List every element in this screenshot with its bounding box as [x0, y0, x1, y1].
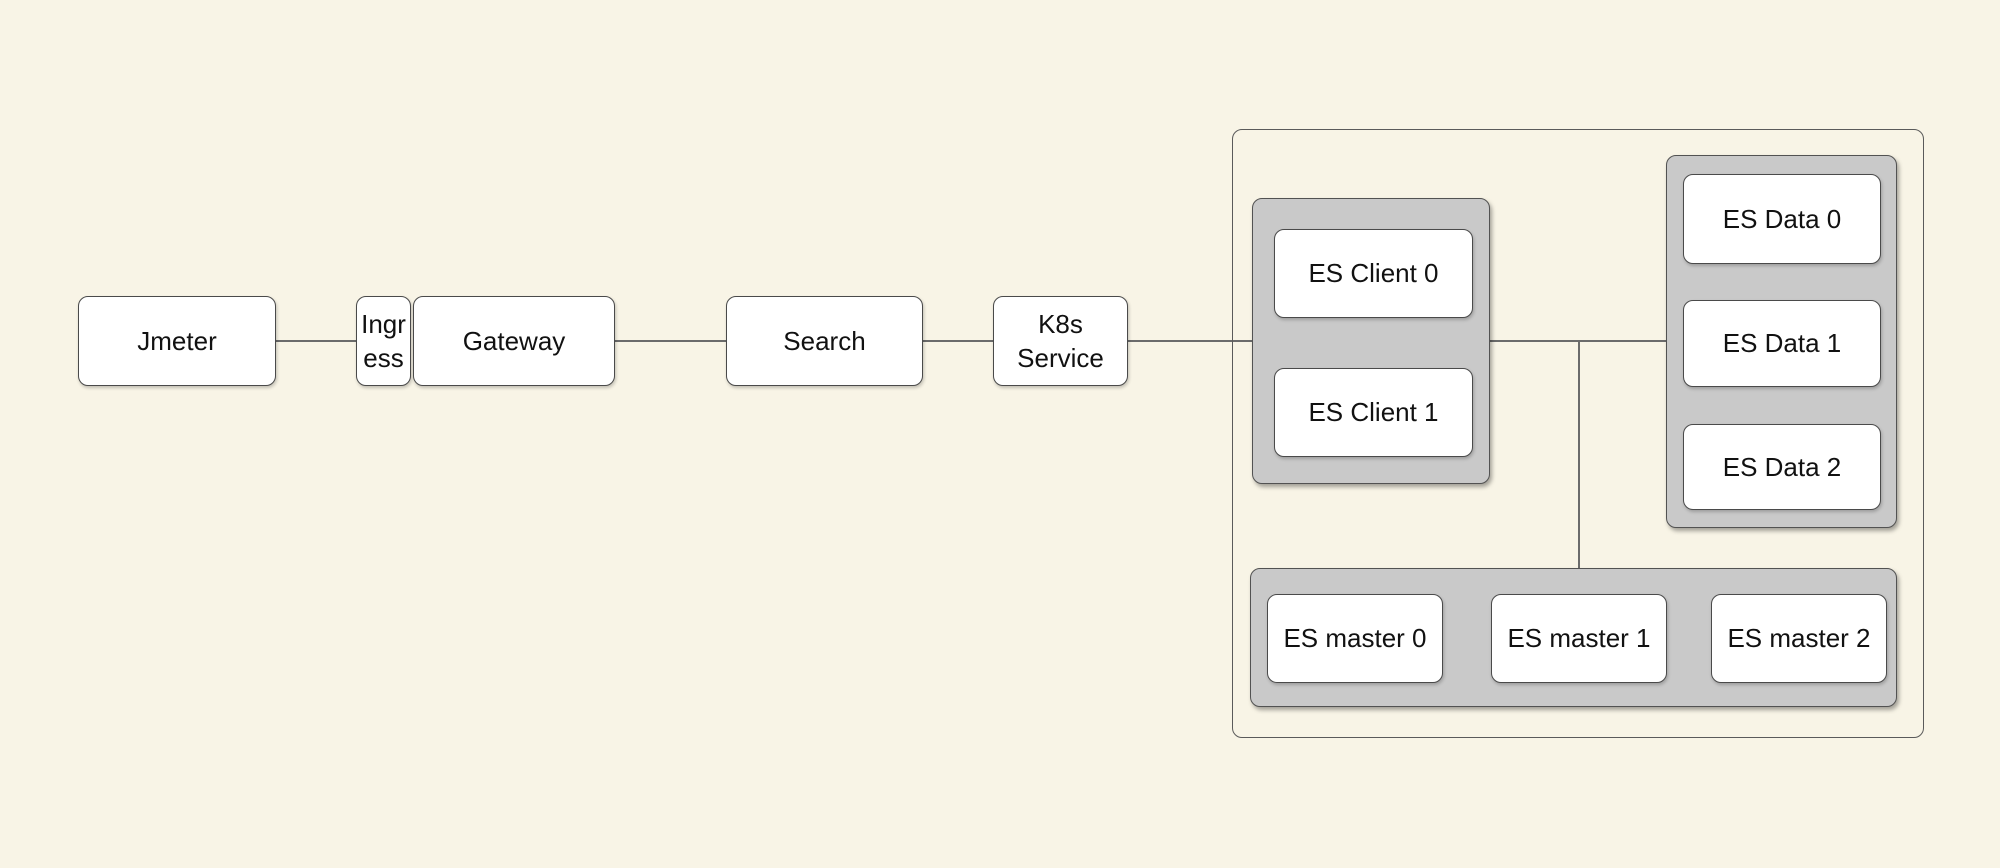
node-es-client-0[interactable]: ES Client 0 — [1274, 229, 1473, 318]
node-es-data-1[interactable]: ES Data 1 — [1683, 300, 1881, 387]
node-k8s-service[interactable]: K8s Service — [993, 296, 1128, 386]
node-es-data-2-label: ES Data 2 — [1722, 451, 1842, 482]
node-jmeter-label: Jmeter — [137, 325, 217, 356]
node-ingress-label: Ingress — [361, 308, 406, 373]
node-es-data-1-label: ES Data 1 — [1722, 328, 1842, 359]
es-master-group[interactable]: ES master 0 ES master 1 ES master 2 — [1250, 568, 1897, 707]
node-es-data-0-label: ES Data 0 — [1722, 203, 1842, 234]
node-es-master-2[interactable]: ES master 2 — [1711, 594, 1887, 683]
node-gateway[interactable]: Gateway — [413, 296, 615, 386]
node-es-data-2[interactable]: ES Data 2 — [1683, 424, 1881, 510]
node-search[interactable]: Search — [726, 296, 923, 386]
node-es-master-2-label: ES master 2 — [1727, 623, 1871, 654]
connector-branch-to-es-master-group — [1578, 341, 1580, 568]
node-k8s-service-label: K8s Service — [1017, 308, 1104, 373]
node-es-client-0-label: ES Client 0 — [1308, 258, 1439, 289]
node-es-data-0[interactable]: ES Data 0 — [1683, 174, 1881, 264]
node-es-master-0-label: ES master 0 — [1283, 623, 1427, 654]
node-ingress[interactable]: Ingress — [356, 296, 411, 386]
connector-gateway-search — [615, 340, 726, 342]
node-es-client-1[interactable]: ES Client 1 — [1274, 368, 1473, 457]
es-data-group[interactable]: ES Data 0 ES Data 1 ES Data 2 — [1666, 155, 1897, 528]
es-client-group[interactable]: ES Client 0 ES Client 1 — [1252, 198, 1490, 484]
connector-k8s-service-es-client-group — [1128, 340, 1252, 342]
node-gateway-label: Gateway — [462, 325, 566, 356]
es-cluster-boundary[interactable] — [1232, 129, 1924, 738]
node-es-master-1[interactable]: ES master 1 — [1491, 594, 1667, 683]
connector-search-k8s-service — [923, 340, 993, 342]
node-es-client-1-label: ES Client 1 — [1308, 397, 1439, 428]
node-es-master-0[interactable]: ES master 0 — [1267, 594, 1443, 683]
node-search-label: Search — [783, 325, 866, 356]
connector-jmeter-ingress — [276, 340, 356, 342]
node-es-master-1-label: ES master 1 — [1507, 623, 1651, 654]
node-jmeter[interactable]: Jmeter — [78, 296, 276, 386]
